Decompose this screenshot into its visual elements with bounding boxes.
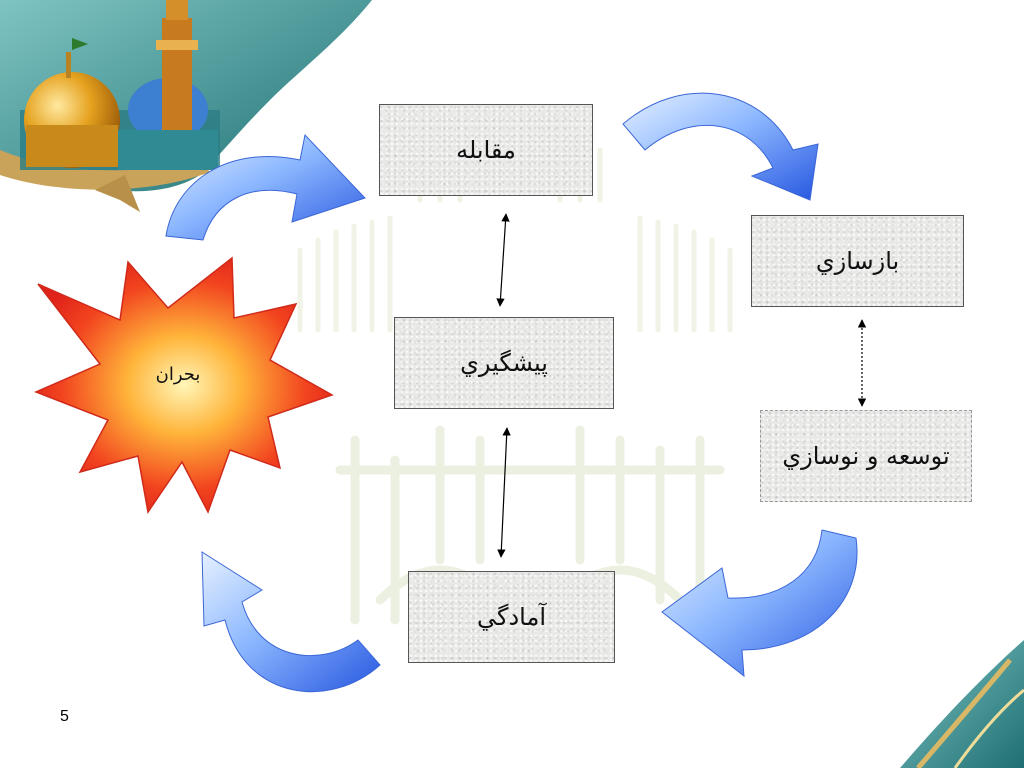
- box-bazsazi-label: بازسازي: [815, 247, 900, 275]
- connector-moqabele-pishgiri: [496, 213, 510, 307]
- cycle-arrow-bottom-left[interactable]: [201, 551, 381, 693]
- box-pishgiri-label: پيشگيري: [460, 349, 548, 377]
- box-tose[interactable]: توسعه و نوسازي: [760, 410, 972, 502]
- box-tose-label: توسعه و نوسازي: [782, 442, 950, 470]
- cycle-arrow-bottom-right[interactable]: [661, 529, 858, 678]
- corner-ornament: [900, 640, 1024, 768]
- page-number: 5: [60, 708, 69, 725]
- crisis-label: بحران: [155, 364, 201, 385]
- crisis-burst-shape[interactable]: [34, 256, 334, 514]
- box-amadegi[interactable]: آمادگي: [408, 571, 615, 663]
- box-bazsazi[interactable]: بازسازي: [751, 215, 964, 307]
- box-moqabele[interactable]: مقابله: [379, 104, 593, 196]
- box-moqabele-label: مقابله: [456, 136, 516, 164]
- cycle-arrow-top-left[interactable]: [165, 133, 366, 241]
- box-amadegi-label: آمادگي: [477, 603, 546, 631]
- connector-pishgiri-amadegi: [497, 427, 511, 558]
- box-pishgiri[interactable]: پيشگيري: [394, 317, 614, 409]
- cycle-arrow-top-right[interactable]: [622, 92, 819, 201]
- shrine-corner-image: [0, 0, 372, 212]
